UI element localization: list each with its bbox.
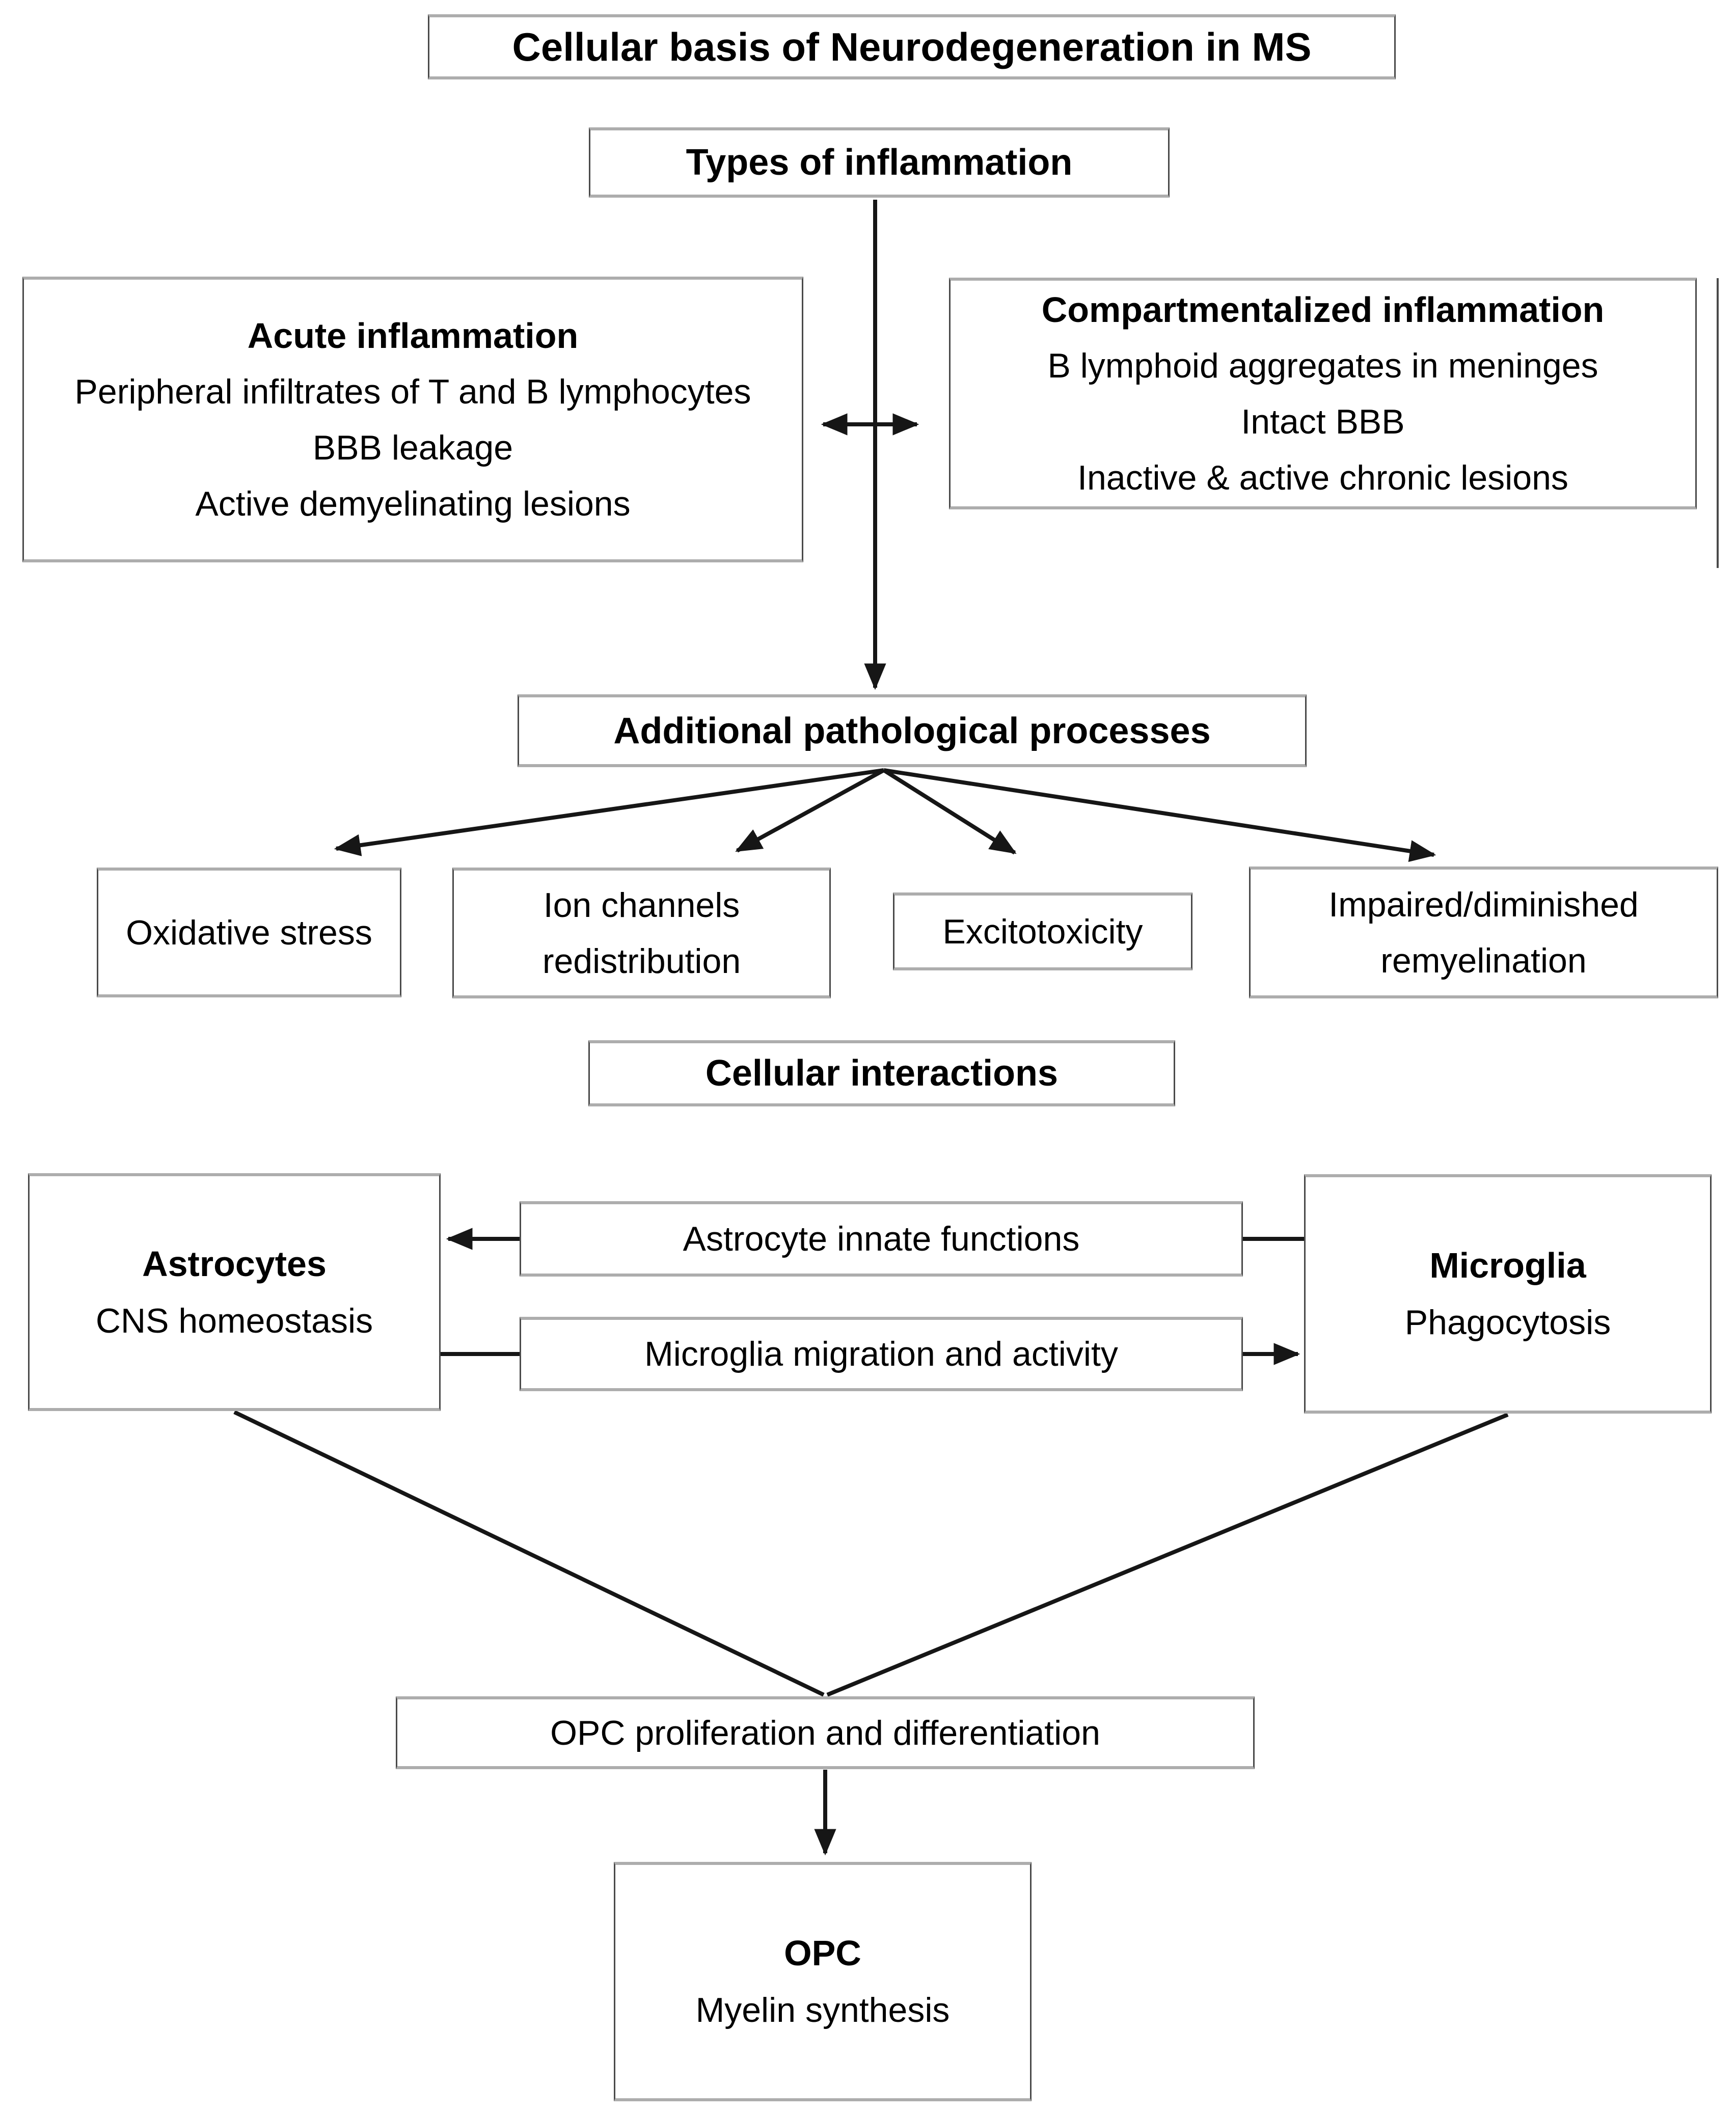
opc-subtitle: Myelin synthesis: [695, 1991, 950, 2029]
arrow-additional-to-remyelination: [883, 768, 1436, 862]
types-of-inflammation-label: Types of inflammation: [686, 142, 1073, 183]
title-box: Cellular basis of Neurodegeneration in M…: [428, 14, 1396, 79]
remyelination-label: Impaired/diminished remyelination: [1328, 885, 1639, 980]
compartmentalized-inflammation-line: Intact BBB: [1241, 402, 1405, 441]
remyelination-box: Impaired/diminished remyelination: [1249, 867, 1718, 998]
microglia-migration-box: Microglia migration and activity: [520, 1317, 1243, 1391]
line-astrocytes-to-opc-proliferation: [233, 1410, 825, 1697]
oxidative-stress-box: Oxidative stress: [97, 868, 401, 997]
acute-inflammation-line: Peripheral infiltrates of T and B lympho…: [74, 372, 751, 411]
acute-inflammation-title: Acute inflammation: [247, 315, 579, 356]
opc-proliferation-label: OPC proliferation and differentiation: [550, 1713, 1100, 1752]
microglia-migration-label: Microglia migration and activity: [644, 1335, 1118, 1373]
ion-channels-label: Ion channels redistribution: [542, 885, 741, 981]
cellular-interactions-box: Cellular interactions: [588, 1040, 1175, 1106]
astrocyte-innate-functions-box: Astrocyte innate functions: [520, 1201, 1243, 1277]
microglia-subtitle: Phagocytosis: [1404, 1303, 1611, 1342]
acute-inflammation-line: BBB leakage: [312, 428, 513, 467]
opc-box: OPC Myelin synthesis: [614, 1862, 1032, 2101]
excitotoxicity-label: Excitotoxicity: [942, 912, 1143, 951]
arrow-additional-to-excitotoxicity: [882, 768, 1017, 855]
page-title: Cellular basis of Neurodegeneration in M…: [512, 24, 1312, 69]
compartmentalized-inflammation-box: Compartmentalized inflammation B lymphoi…: [949, 278, 1697, 509]
types-of-inflammation-box: Types of inflammation: [589, 127, 1170, 198]
arrow-additional-to-oxidative: [334, 768, 884, 856]
microglia-box: Microglia Phagocytosis: [1304, 1174, 1712, 1414]
oxidative-stress-label: Oxidative stress: [126, 913, 372, 952]
acute-inflammation-line: Active demyelinating lesions: [195, 484, 631, 523]
compartmentalized-inflammation-line: B lymphoid aggregates in meninges: [1047, 346, 1598, 385]
ion-channels-box: Ion channels redistribution: [452, 868, 831, 998]
opc-title: OPC: [784, 1933, 861, 1973]
line-microglia-to-opc-proliferation: [826, 1413, 1509, 1697]
acute-inflammation-box: Acute inflammation Peripheral infiltrate…: [22, 277, 803, 562]
cellular-interactions-label: Cellular interactions: [705, 1053, 1059, 1094]
compartmentalized-inflammation-line: Inactive & active chronic lesions: [1077, 458, 1568, 497]
astrocytes-subtitle: CNS homeostasis: [95, 1301, 373, 1340]
additional-processes-label: Additional pathological processes: [613, 710, 1211, 751]
excitotoxicity-box: Excitotoxicity: [893, 892, 1192, 970]
astrocytes-title: Astrocytes: [142, 1243, 327, 1284]
astrocytes-box: Astrocytes CNS homeostasis: [28, 1173, 441, 1411]
microglia-title: Microglia: [1429, 1245, 1586, 1285]
opc-proliferation-box: OPC proliferation and differentiation: [396, 1696, 1255, 1769]
astrocyte-innate-functions-label: Astrocyte innate functions: [683, 1220, 1080, 1258]
arrow-additional-to-ion-channels: [735, 768, 885, 853]
additional-processes-box: Additional pathological processes: [518, 694, 1307, 767]
compartmentalized-inflammation-title: Compartmentalized inflammation: [1041, 289, 1605, 330]
